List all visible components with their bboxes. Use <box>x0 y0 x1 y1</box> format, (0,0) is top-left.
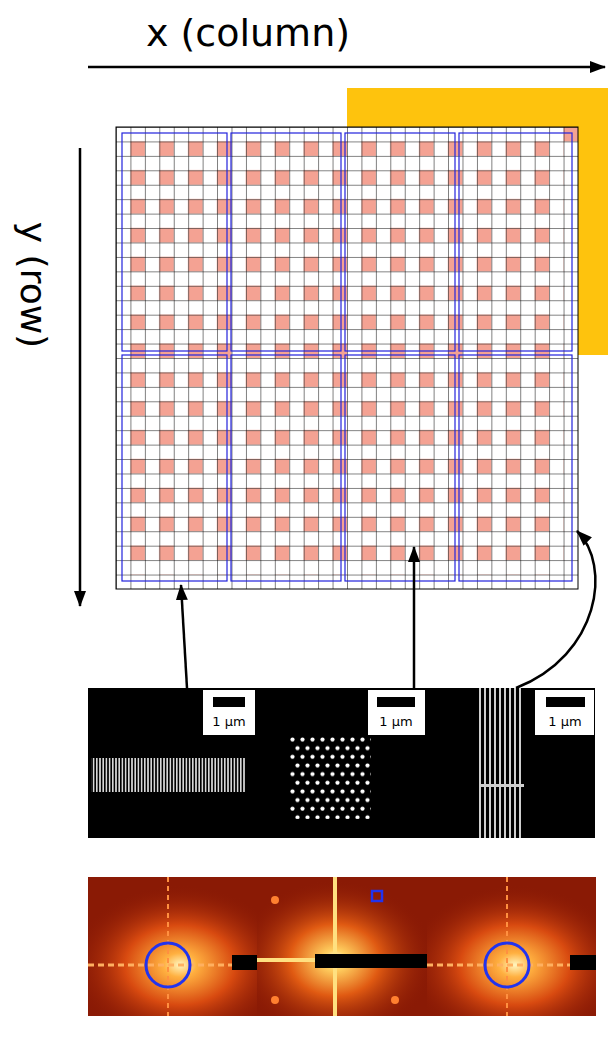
axis-label: y (row) <box>13 222 53 348</box>
scale-bar-label: 1 µm <box>379 715 412 729</box>
scale-bar-label: 1 µm <box>548 715 581 729</box>
axis-label: x (column) <box>146 13 350 55</box>
scale-bar-label: 1 µm <box>212 715 245 729</box>
